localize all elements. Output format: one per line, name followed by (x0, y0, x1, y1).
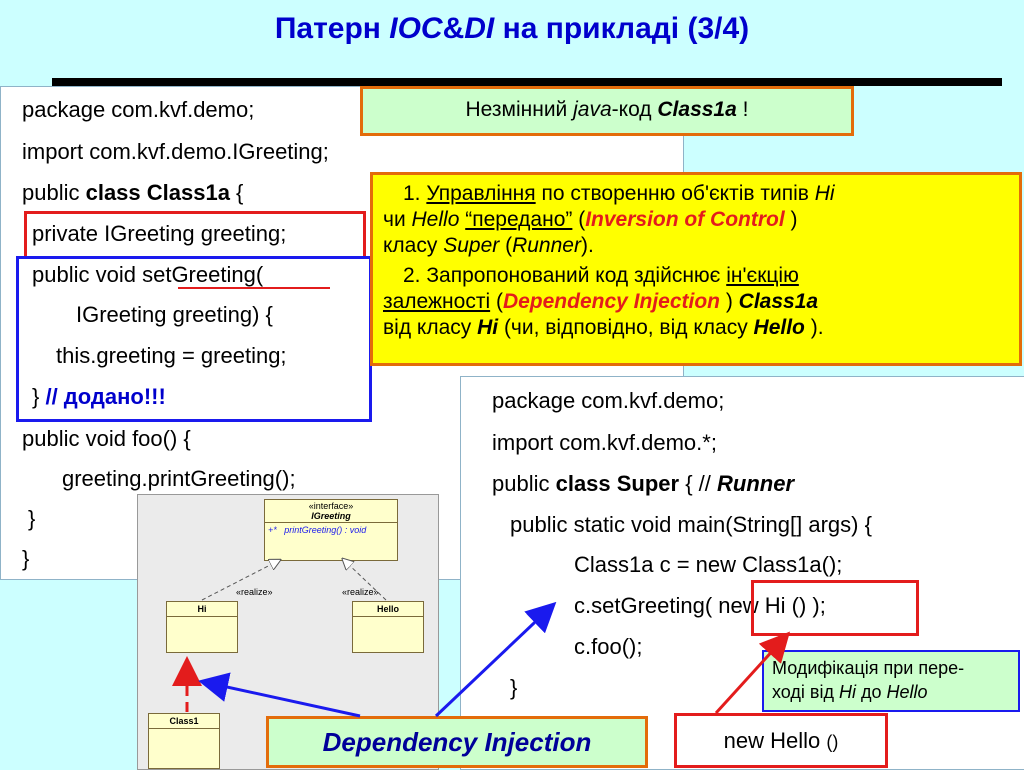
explanation-point-2: 2. Запропонований код здійснює ін'єкцію (403, 264, 799, 287)
di-arrow-to-code (434, 601, 557, 718)
code-line: package com.kvf.demo; (22, 97, 255, 122)
uml-realize-line-hi (201, 562, 276, 601)
new-hi-highlight-frame (751, 580, 919, 636)
code-line: import com.kvf.demo.*; (492, 430, 717, 455)
code-line: public void foo() { (22, 426, 191, 451)
code-line: greeting.printGreeting(); (62, 466, 296, 491)
uml-realize-label: «realize» (236, 587, 273, 597)
code-line: } // додано!!! (32, 384, 166, 409)
replacement-arrow (714, 631, 791, 715)
code-line: c.setGreeting( new Hi () ); (574, 593, 826, 618)
code-line: public class Super { // Runner (492, 471, 795, 496)
modification-note: Модифікація при пере- ході від Hi до Hel… (762, 650, 1020, 712)
code-line: this.greeting = greeting; (56, 343, 287, 368)
uml-realize-label: «realize» (342, 587, 379, 597)
uml-interface-igreeting: «interface» IGreeting +* printGreeting()… (264, 499, 398, 561)
code-line: } (22, 546, 30, 571)
dependency-injection-label: Dependency Injection (266, 716, 648, 768)
slide-title: Патерн IOC&DI на прикладі (3/4) (274, 12, 750, 45)
code-line: Class1a c = new Class1a(); (574, 552, 843, 577)
unchanged-code-note: Незмінний java-код Class1a ! (360, 86, 854, 136)
title-underline (52, 78, 1002, 86)
code-line: private IGreeting greeting; (32, 221, 287, 246)
code-line: public static void main(String[] args) { (510, 512, 872, 537)
code-line: package com.kvf.demo; (492, 388, 725, 413)
code-line: } (28, 506, 36, 531)
code-line: c.foo(); (574, 634, 643, 659)
explanation-point-1: 1. Управління по створенню об'єктів типі… (403, 182, 835, 205)
uml-class-hi: Hi (166, 601, 238, 653)
uml-realize-line-hello (346, 562, 387, 601)
code-line: import com.kvf.demo.IGreeting; (22, 139, 329, 164)
new-hello-replacement: new Hello () (674, 713, 888, 768)
di-arrow-to-diagram (198, 672, 361, 718)
code-line: public void setGreeting( (32, 262, 264, 287)
code-line: } (510, 675, 518, 700)
code-line: IGreeting greeting) { (76, 302, 273, 327)
ioc-di-explanation: 1. Управління по створенню об'єктів типі… (370, 172, 1022, 366)
code-line: public class Class1a { (22, 180, 244, 205)
uml-class-hello: Hello (352, 601, 424, 653)
